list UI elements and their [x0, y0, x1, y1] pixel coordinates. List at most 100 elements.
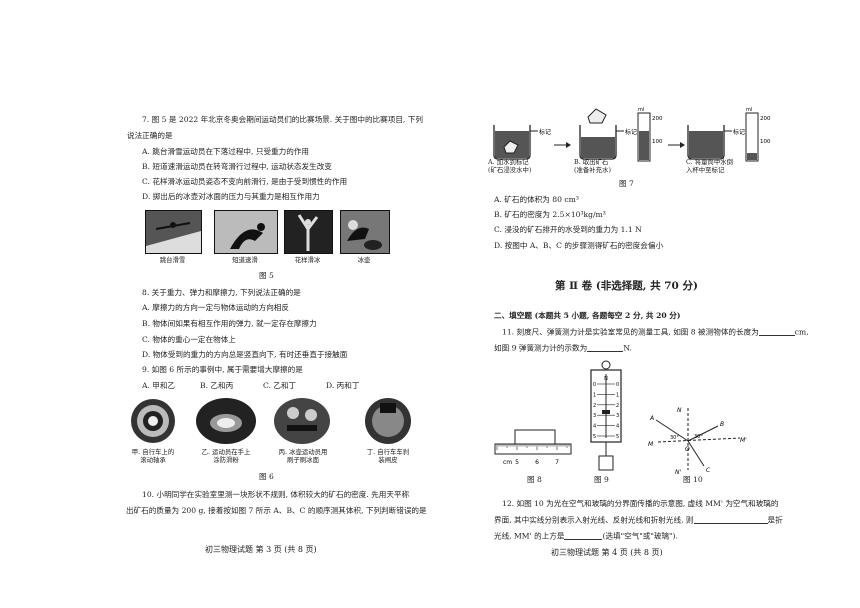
label-b: B: [720, 421, 724, 428]
q7-option-c: C. 花样滑冰运动员姿态不变向前滑行, 是由于受到惯性的作用: [142, 177, 348, 186]
q12-line1: 12. 如图 10 为光在空气和玻璃的分界面传播的示意图, 虚线 MM' 为空气…: [502, 499, 779, 508]
scale-label-2: 2: [593, 403, 596, 409]
scale-label-1: 1: [593, 392, 596, 398]
q9-stem: 9. 如图 6 所示的事例中, 属于需要增大摩擦的是: [142, 365, 303, 374]
fill-section-header: 二、填空题 (本题共 5 小题, 各题每空 2 分, 共 20 分): [494, 311, 681, 320]
arrow-b-to-c-head: [680, 142, 685, 148]
ruler-tick-7: 7: [555, 459, 559, 466]
label-m-prime: M': [740, 437, 747, 444]
ray-ao: [655, 419, 689, 442]
left-footer: 初三物理试题 第 3 页 (共 8 页): [205, 545, 317, 554]
q7-option-d: D. 掷出后的冰壶对冰面的压力与其重力是相互作用力: [142, 192, 320, 201]
q7-stem-line1: 7. 图 5 是 2022 年北京冬奥会期间运动员们的比赛场景. 关于图中的比赛…: [142, 115, 423, 124]
q7-option-b: B. 短道速滑运动员在转弯滑行过程中, 运动状态发生改变: [142, 162, 332, 171]
fig7-label-b: B. 取出矿石(准备补充水): [574, 158, 611, 174]
q10-line2: 出矿石的质量为 200 g, 接着按如图 7 所示 A、B、C 的顺序测其体积,…: [126, 506, 427, 515]
bike-brake-photo: [360, 397, 416, 445]
q11-length-blank[interactable]: [758, 328, 795, 336]
scale-ring: [601, 360, 611, 370]
scale-label-right-0: 0: [616, 382, 619, 388]
scale-label-right-2: 2: [616, 403, 619, 409]
ruler-unit: cm: [503, 459, 512, 466]
scale-label-right-4: 4: [616, 424, 619, 430]
measured-block: [514, 429, 556, 445]
q12-ray-blank[interactable]: [693, 516, 768, 524]
label-n-prime: N': [675, 469, 681, 476]
figure7-caption: 图 7: [619, 179, 634, 188]
photo-label-brake: 丁. 自行车车刹装闸皮: [366, 448, 410, 464]
label-n: N: [677, 407, 682, 414]
q9-option-c: C. 乙和丁: [263, 381, 297, 390]
cylinder-c-unit: ml: [746, 107, 752, 113]
photo-label-speed-skating: 短道速滑: [232, 256, 258, 264]
ray-ob: [687, 425, 719, 442]
cylinder-c-scale-top: 200: [760, 116, 771, 122]
figure7-drawing: 标记 标记 ml 200 100 标记 ml: [493, 107, 771, 162]
label-o: O: [685, 446, 690, 453]
scale-label-right-3: 3: [616, 413, 619, 419]
q8-option-a: A. 摩擦力的方向一定与物体运动的方向相反: [142, 303, 289, 312]
label-a: A: [649, 415, 654, 422]
scale-label-right-5: 5: [616, 434, 619, 440]
q9-option-a: A. 甲和乙: [142, 381, 176, 390]
interface-line-mm: [657, 437, 741, 443]
cylinder-b-scale-bottom: 100: [652, 139, 663, 145]
figure10-light-diagram: A B C N N' M M' O 30° 30°: [648, 407, 747, 476]
scale-unit: N: [604, 376, 608, 382]
q7-option-a: A. 跳台滑雪运动员在下落过程中, 只受重力的作用: [142, 147, 310, 156]
q12-line3: 光线, MM' 的上方是(选填"空气"或"玻璃").: [494, 531, 678, 541]
q8-option-d: D. 物体受到的重力的方向总是竖直向下, 有时还垂直于接触面: [142, 350, 348, 359]
q10-line1: 10. 小明同学在实验室里测一块形状不规则, 体积较大的矿石的密度. 先用天平称: [142, 490, 410, 499]
q10-option-d: D. 按图中 A、B、C 的步骤测得矿石的密度会偏小: [494, 241, 664, 250]
q10-option-c: C. 浸没的矿石排开的水受到的重力为 1.1 N: [494, 225, 642, 234]
q12-medium-blank[interactable]: [564, 532, 603, 540]
angle-label-right: 30°: [694, 434, 703, 440]
measuring-cylinder-c: [745, 112, 759, 162]
q7-stem-line2: 说法正确的是: [127, 131, 173, 140]
figure9-caption: 图 9: [594, 475, 609, 484]
q10-option-b: B. 矿石的密度为 2.5×10³kg/m³: [494, 210, 606, 219]
beaker-a: [493, 125, 538, 160]
angle-label-left: 30°: [670, 435, 679, 441]
figure10-caption: 图 10: [683, 475, 703, 484]
scale-label-right-1: 1: [616, 392, 619, 398]
q12-line2: 界面, 其中实线分别表示入射光线、反射光线和折射光线, 则是折: [494, 515, 783, 525]
ruler-tick-5: 5: [515, 459, 519, 466]
ruler-tick-6: 6: [535, 459, 539, 466]
ski-jump-photo: [145, 210, 202, 254]
label-c: C: [706, 467, 711, 474]
beaker-b: [579, 108, 624, 160]
fig7-label-c: C. 将量筒中水倒入杯中至标记: [686, 158, 734, 174]
cylinder-c-scale-bottom: 100: [760, 139, 771, 145]
cylinder-b-scale-top: 200: [652, 116, 663, 122]
photo-label-figure-skating: 花样滑冰: [294, 256, 321, 264]
beaker-a-mark-label: 标记: [539, 128, 551, 136]
scale-label-0: 0: [593, 382, 596, 388]
q10-option-a: A. 矿石的体积为 80 cm³: [494, 195, 579, 204]
right-footer: 初三物理试题 第 4 页 (共 8 页): [551, 548, 663, 557]
figure5-caption: 图 5: [259, 271, 274, 280]
q8-option-b: B. 物体间如果有相互作用的弹力, 就一定存在摩擦力: [142, 319, 317, 328]
speed-skating-photo: [214, 210, 278, 254]
figure8-caption: 图 8: [527, 475, 542, 484]
curling-sweep-photo: [273, 397, 331, 445]
arrow-a-to-b-head: [566, 142, 571, 148]
hanging-weight: [598, 455, 614, 471]
beaker-b-mark-label: 标记: [625, 128, 637, 136]
label-m: M: [648, 441, 654, 448]
q11-force-blank[interactable]: [587, 344, 624, 352]
chalk-hands-photo: [195, 397, 257, 445]
q9-option-d: D. 丙和丁: [326, 381, 360, 390]
fig7-label-a: A. 加水到标记(矿石浸没水中): [488, 158, 532, 174]
photo-label-bearing: 甲. 自行车上的滚动轴承: [131, 448, 175, 464]
scale-label-5: 5: [593, 434, 596, 440]
measuring-cylinder-b: [637, 112, 651, 162]
photo-label-chalk: 乙. 运动员在手上涂防滑粉: [201, 448, 251, 464]
scale-pointer: [602, 410, 610, 414]
q8-option-c: C. 物体的重心一定在物体上: [142, 335, 236, 344]
beaker-c: [687, 125, 732, 160]
section-2-title: 第 Ⅱ 卷 (非选择题, 共 70 分): [555, 280, 698, 292]
photo-label-sweep: 丙. 冰壶运动员用刷子刷冰面: [278, 448, 328, 464]
